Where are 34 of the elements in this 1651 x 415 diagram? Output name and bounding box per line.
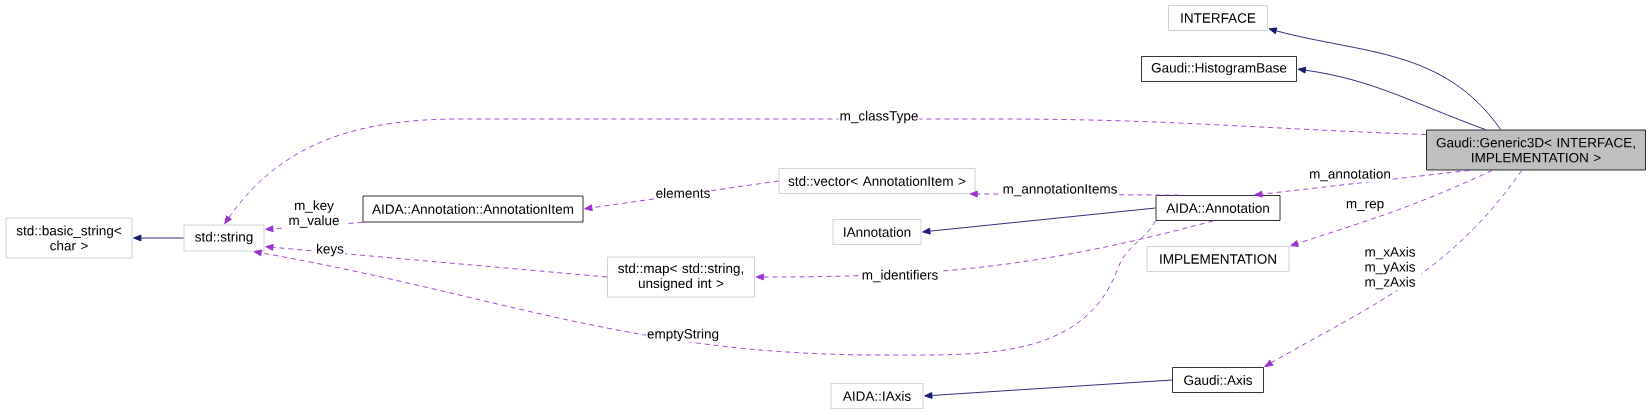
edge-label: m_key m_value [283,199,345,229]
edge-label: emptyString [646,327,720,343]
edge-label: m_identifiers [860,268,940,284]
arrow [922,207,1157,235]
edge-label: m_annotation [1308,167,1392,183]
arrow [265,243,608,278]
class-box: IMPLEMENTATION [1146,246,1290,272]
arrow [224,118,1427,225]
class-box: std::vector< AnnotationItem > [778,168,976,194]
arrow [253,220,1157,356]
edge-label: m_rep [1344,199,1386,213]
class-box: AIDA::Annotation [1155,195,1281,221]
class-box: std::string [183,224,265,252]
arrow [1264,169,1523,367]
edge-label: keys [315,242,345,258]
focus-class-box: Gaudi::Generic3D< INTERFACE, IMPLEMENTATION > [1426,129,1646,171]
class-box: AIDA::Annotation::AnnotationItem [362,195,584,223]
arrow [1297,66,1486,131]
arrow [1268,27,1502,131]
class-box: INTERFACE [1168,5,1268,31]
arrow [924,379,1173,399]
class-box: Gaudi::HistogramBase [1141,56,1297,82]
edge-label: elements [654,187,712,199]
class-box: std::basic_string< char > [5,217,133,259]
arrow [1290,169,1493,247]
class-box: std::map< std::string, unsigned int > [607,256,755,298]
edge-label: m_classType [838,109,920,125]
edge-label: m_annotationItems [1001,182,1119,198]
edge-label: m_xAxis m_yAxis m_zAxis [1359,245,1421,291]
class-box: IAnnotation [832,219,922,245]
class-box: AIDA::IAxis [830,383,924,409]
arrow [133,234,185,242]
arrow [1254,169,1470,198]
class-box: Gaudi::Axis [1172,367,1264,393]
